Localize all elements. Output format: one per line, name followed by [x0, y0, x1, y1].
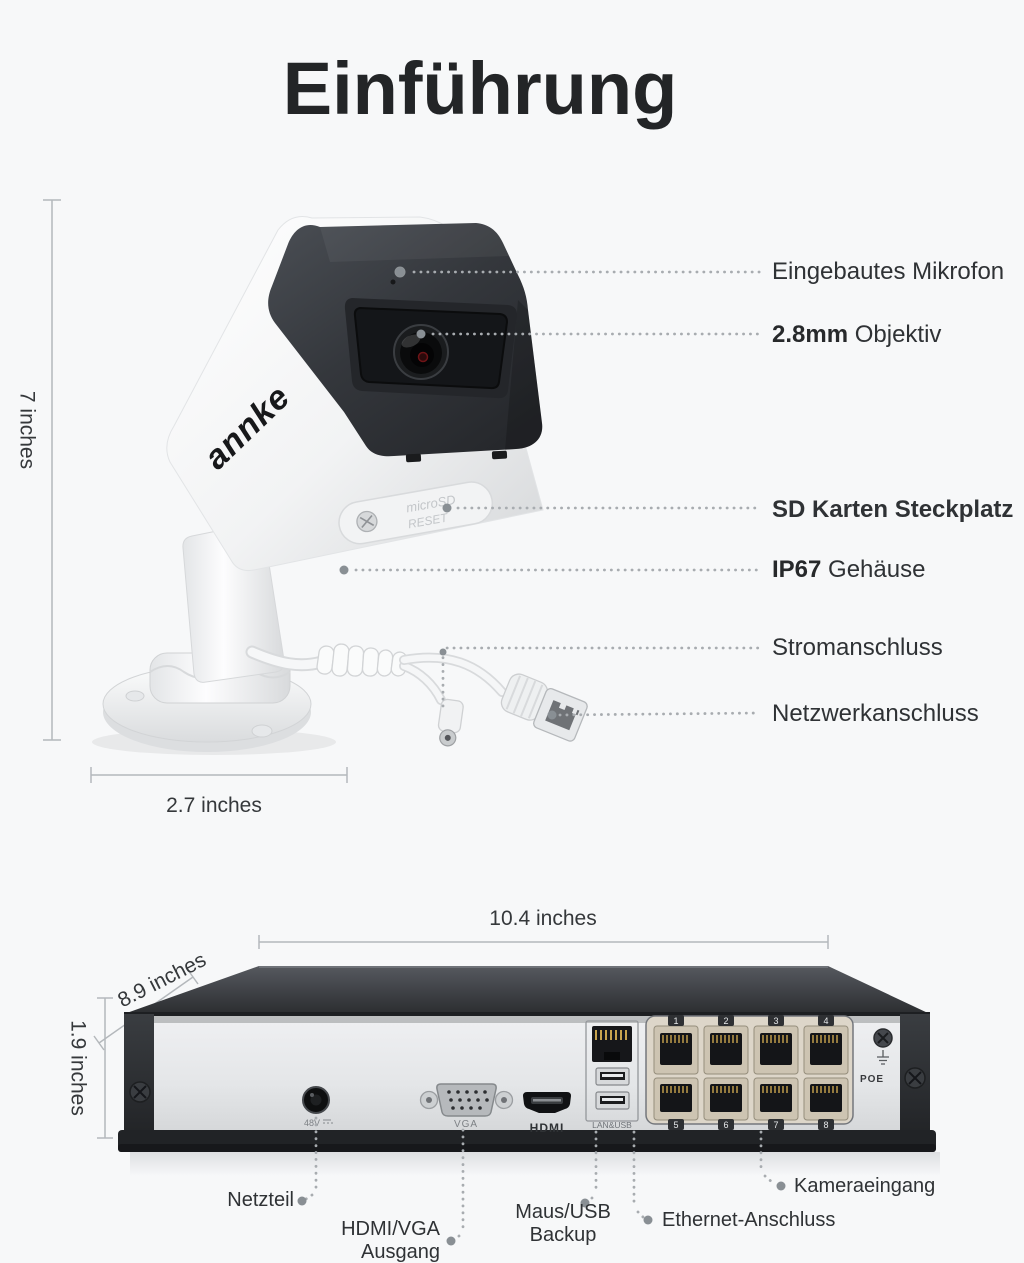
nvr-width-dimension	[258, 935, 829, 949]
power-connector	[437, 698, 464, 747]
nvr-callout-lines	[304, 1116, 775, 1241]
camera-width-label: 2.7 inches	[166, 794, 262, 817]
callout-housing-text: Gehäuse	[821, 556, 926, 583]
usb-port-bottom	[595, 1091, 630, 1110]
nvr-top-face	[124, 966, 930, 1014]
camera-width-dimension	[90, 767, 348, 783]
callout-netzteil: Netzteil	[227, 1189, 294, 1212]
poe-port-numbers: 1 2 3 4 5 6 7 8	[668, 1015, 834, 1130]
callout-lens-text: Objektiv	[848, 321, 942, 348]
dc-icon	[323, 1119, 333, 1124]
svg-text:4: 4	[823, 1016, 828, 1026]
callout-housing-value: IP67	[772, 556, 822, 583]
callout-netzteil-text: Netzteil	[227, 1189, 294, 1211]
callout-camera-input-text: Kameraeingang	[794, 1175, 936, 1197]
callout-lens: 2.8mm Objektiv	[772, 321, 941, 349]
callout-ethernet-text: Ethernet-Anschluss	[662, 1209, 836, 1231]
callout-network-text: Netzwerkanschluss	[772, 700, 979, 727]
usb-port-top	[595, 1067, 630, 1086]
nvr-width-label: 10.4 inches	[489, 907, 596, 930]
callout-usb-line2: Backup	[529, 1224, 597, 1246]
callout-video-line1: HDMI/VGA	[341, 1218, 440, 1240]
lan-port	[592, 1026, 632, 1062]
callout-lens-value: 2.8mm	[772, 321, 849, 348]
callout-network: Netzwerkanschluss	[772, 700, 979, 728]
callout-video-out: HDMI/VGA Ausgang	[341, 1218, 440, 1263]
nvr-shadow	[130, 1152, 940, 1176]
vga-port	[419, 1083, 514, 1117]
callout-microphone: Eingebautes Mikrofon	[772, 258, 1004, 286]
frame-screw-left	[129, 1081, 151, 1103]
nvr-left-frame	[124, 1014, 154, 1130]
page-title: Einführung	[282, 46, 678, 130]
poe-label: POE	[860, 1074, 884, 1085]
svg-text:8: 8	[823, 1120, 828, 1130]
camera-callout-anchors	[339, 267, 557, 720]
callout-sd-text: SD Karten Steckplatz	[772, 496, 1014, 523]
svg-text:5: 5	[673, 1120, 678, 1130]
power-jack-label: 48V	[304, 1118, 320, 1128]
camera-callout-lines	[354, 270, 762, 717]
camera-height-dimension	[43, 199, 61, 741]
callout-power: Stromanschluss	[772, 634, 943, 662]
svg-text:2: 2	[723, 1016, 728, 1026]
callout-sd-slot: SD Karten Steckplatz	[772, 496, 1013, 524]
vga-label: VGA	[454, 1119, 478, 1130]
camera-height-label: 7 inches	[15, 391, 38, 469]
panel-screw-top-right	[873, 1028, 893, 1048]
callout-power-text: Stromanschluss	[772, 634, 943, 661]
svg-text:1: 1	[673, 1016, 678, 1026]
callout-ethernet: Ethernet-Anschluss	[662, 1209, 835, 1232]
poe-port-block: 1 2 3 4 5 6 7 8	[645, 1015, 854, 1130]
poe-ports	[653, 1025, 849, 1121]
nvr-callout-anchors	[297, 1181, 786, 1246]
callout-microphone-text: Eingebautes Mikrofon	[772, 258, 1005, 285]
svg-text:6: 6	[723, 1120, 728, 1130]
cable-splitter	[316, 643, 408, 677]
callout-camera-input: Kameraeingang	[794, 1175, 935, 1198]
callout-usb-backup: Maus/USB Backup	[515, 1201, 611, 1247]
lan-usb-label: LAN&USB	[592, 1120, 632, 1130]
nvr-height-label: 1.9 inches	[66, 1020, 89, 1116]
network-connector	[500, 673, 588, 742]
nvr-illustration: 48V VGA HDMI	[118, 966, 940, 1176]
lan-usb-group	[585, 1020, 639, 1122]
svg-text:7: 7	[773, 1120, 778, 1130]
hdmi-port	[523, 1092, 571, 1113]
ground-icon	[877, 1050, 889, 1065]
power-jack	[302, 1086, 330, 1114]
nvr-height-dimension	[97, 997, 113, 1139]
frame-screw-right	[904, 1067, 926, 1089]
svg-text:3: 3	[773, 1016, 778, 1026]
callout-usb-line1: Maus/USB	[515, 1201, 611, 1223]
callout-video-line2: Ausgang	[361, 1241, 440, 1263]
callout-housing: IP67 Gehäuse	[772, 556, 925, 584]
camera-lens-assembly	[344, 298, 517, 399]
camera-illustration: annke mic	[92, 216, 588, 755]
hdmi-label: HDMI	[530, 1121, 565, 1135]
